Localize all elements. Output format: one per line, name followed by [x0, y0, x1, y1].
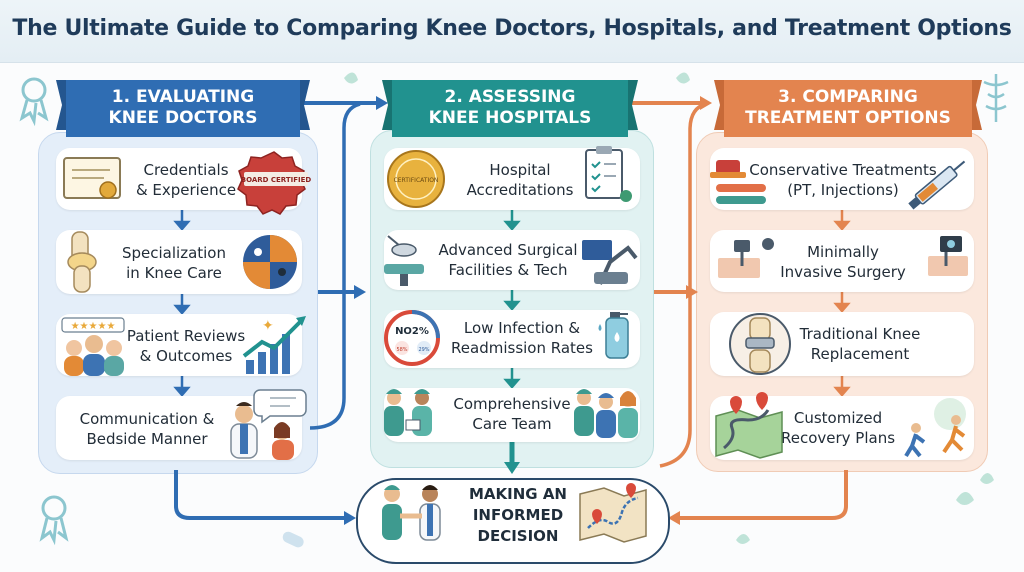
caduceus-icon — [983, 74, 1009, 122]
leaf-icon — [344, 72, 994, 544]
doctors-heading-line1: 1. EVALUATING — [111, 87, 255, 107]
runners-icon — [904, 398, 966, 458]
hospitals-heading-line1: 2. ASSESSING — [444, 87, 576, 107]
certificate-icon — [63, 157, 121, 199]
treatments-heading: 3. COMPARING TREATMENT OPTIONS — [724, 80, 972, 137]
checklist-icon — [585, 146, 632, 202]
surgical-light-icon — [384, 235, 424, 286]
reviews-label: Patient Reviews& Outcomes — [126, 327, 246, 365]
badge-text: BOARD CERTIFIED — [241, 176, 312, 184]
communication-label: Communication &Bedside Manner — [79, 410, 215, 448]
gauge-main-text: NO2% — [395, 326, 429, 337]
arthroscope-icon — [718, 236, 968, 278]
doctors-heading-line2: KNEE DOCTORS — [108, 108, 258, 128]
syringe-icon — [908, 160, 966, 210]
title-bar: The Ultimate Guide to Comparing Knee Doc… — [0, 0, 1024, 63]
treatments-heading-line2: TREATMENT OPTIONS — [745, 108, 951, 128]
doctors-heading: 1. EVALUATING KNEE DOCTORS — [66, 80, 300, 137]
svg-text:★★★★★: ★★★★★ — [71, 321, 116, 332]
star-rating-icon: ★★★★★ — [61, 317, 125, 376]
credentials-label: Credentials& Experience — [135, 161, 237, 199]
surgical-robot-icon — [582, 240, 638, 285]
board-certified-badge-icon: BOARD CERTIFIED — [237, 151, 312, 215]
knee-joint-icon — [67, 231, 97, 293]
infection-label: Low Infection &Readmission Rates — [451, 319, 593, 357]
recovery-map-icon — [715, 392, 783, 459]
ribbon-award-icon — [19, 77, 49, 127]
page-title: The Ultimate Guide to Comparing Knee Doc… — [12, 16, 1012, 41]
care-team-icon — [384, 389, 432, 436]
sports-medicine-icon — [243, 235, 297, 289]
gauge-small-right: 29% — [418, 347, 429, 353]
accreditation-seal-icon: CERTIFICATION — [387, 150, 445, 208]
svg-text:✦: ✦ — [262, 318, 274, 334]
pill-icon — [282, 531, 304, 548]
growth-chart-icon: ✦ — [242, 316, 306, 374]
treatments-heading-line1: 3. COMPARING — [778, 87, 918, 107]
sanitizer-bottle-icon — [598, 312, 629, 359]
route-map-icon — [579, 483, 647, 543]
gauge-icon: NO2% 58% 29% — [384, 310, 440, 366]
handshake-icon — [382, 485, 441, 541]
care-team-icon — [574, 389, 638, 438]
treatment-pills-icon — [710, 160, 766, 204]
gauge-small-left: 58% — [396, 347, 407, 353]
hospitals-heading: 2. ASSESSING KNEE HOSPITALS — [392, 80, 628, 137]
hospitals-heading-line2: KNEE HOSPITALS — [428, 108, 592, 128]
seal-text: CERTIFICATION — [394, 177, 439, 184]
conservative-label: Conservative Treatments(PT, Injections) — [749, 161, 937, 199]
ribbon-award-icon — [39, 495, 69, 546]
knee-implant-icon — [729, 313, 791, 375]
doctor-patient-icon — [230, 389, 307, 460]
